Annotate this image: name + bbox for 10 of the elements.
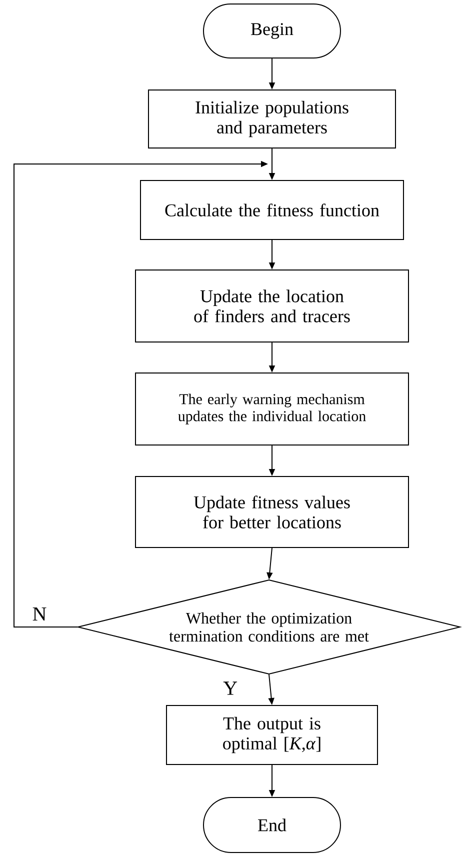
process-box: The early warning mechanism updates the individual location bbox=[135, 372, 409, 446]
process-box: Update the location of finders and tracers bbox=[135, 270, 409, 342]
edge-label: N bbox=[31, 606, 48, 622]
process-box: Calculate the fitness function bbox=[140, 180, 404, 240]
process-box: The output is optimal [K,α] bbox=[166, 705, 378, 765]
terminal-box: End bbox=[203, 797, 341, 853]
terminal-box: Begin bbox=[203, 4, 341, 58]
process-box: Initialize populations and parameters bbox=[148, 90, 396, 148]
process-box: Update fitness values for better locations bbox=[135, 476, 409, 548]
edge-label: Y bbox=[222, 680, 239, 696]
